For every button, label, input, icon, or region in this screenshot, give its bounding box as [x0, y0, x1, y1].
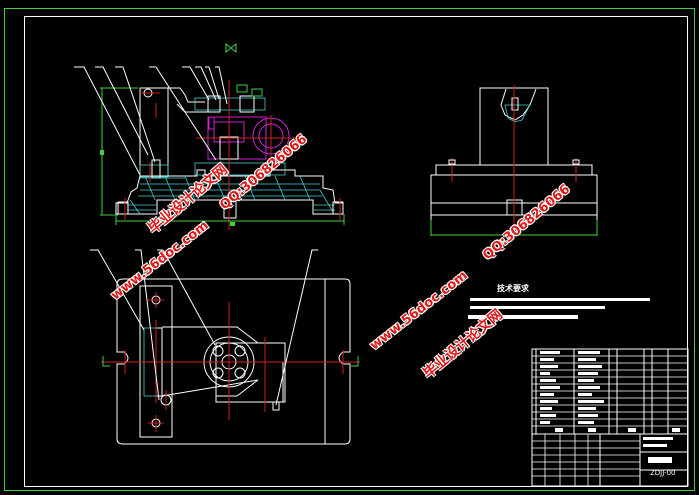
front-section-view [74, 42, 345, 230]
title-block [531, 348, 689, 487]
drawing-code: ZDJJ-00 [650, 469, 676, 477]
side-view [430, 85, 598, 240]
top-view [90, 249, 360, 445]
outer-frame [4, 8, 695, 491]
inner-frame [24, 16, 688, 487]
technical-requirements-lines [468, 298, 650, 319]
technical-requirements-heading: 技术要求 [497, 284, 529, 293]
